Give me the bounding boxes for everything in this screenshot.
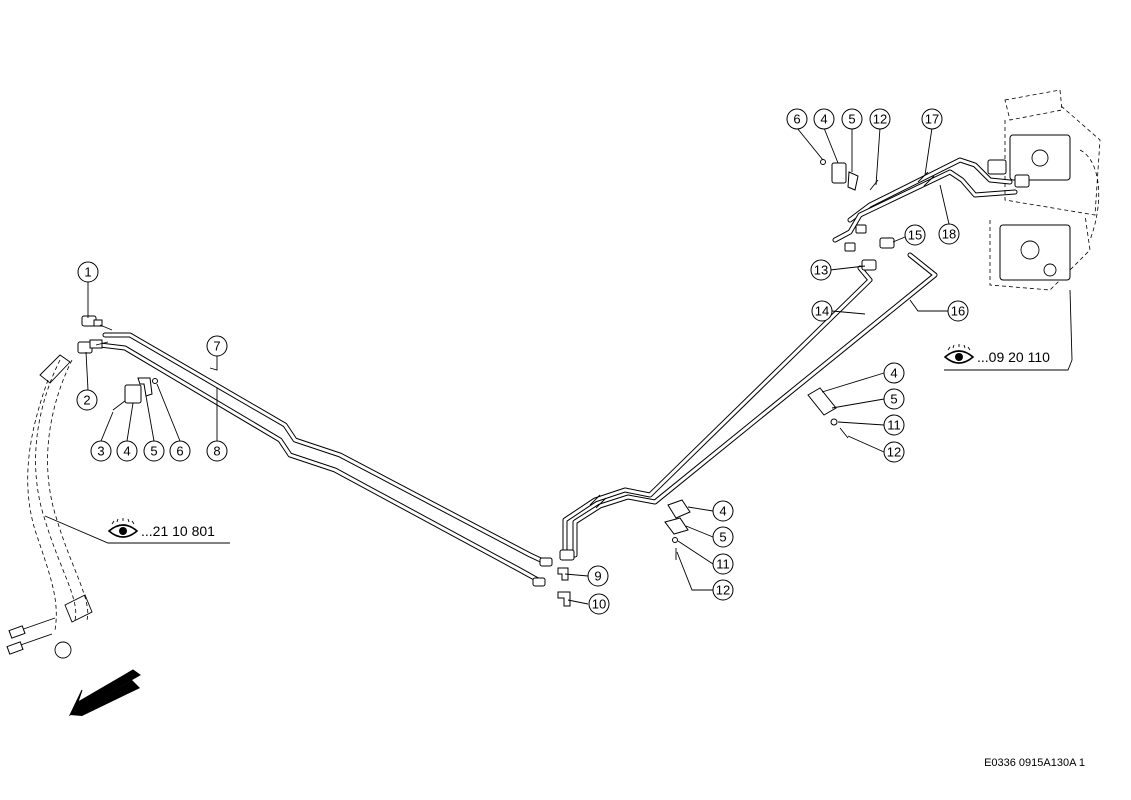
- callout-6-top: 6: [786, 108, 808, 130]
- callout-4-top: 4: [813, 108, 835, 130]
- clamp-set-left: [112, 377, 158, 411]
- eye-icon: [107, 518, 139, 538]
- svg-text:16: 16: [951, 304, 965, 319]
- svg-text:...21 10 801: ...21 10 801: [141, 523, 215, 539]
- pipe-14: [562, 265, 873, 558]
- callout-3: 3: [90, 440, 112, 462]
- leader-lines: [44, 127, 1073, 605]
- svg-text:12: 12: [887, 445, 901, 460]
- pipe-7: [102, 332, 548, 565]
- svg-text:13: 13: [814, 263, 828, 278]
- clamp-set-center: [664, 499, 691, 560]
- svg-text:5: 5: [150, 444, 157, 459]
- svg-text:7: 7: [213, 339, 220, 354]
- callout-5: 5: [143, 440, 165, 462]
- fitting-10: [532, 577, 571, 607]
- drawing-code: E0336 0915A130A 1: [984, 757, 1085, 769]
- callout-6: 6: [169, 440, 191, 462]
- callout-4-right: 4: [883, 362, 905, 384]
- callout-12-right: 12: [883, 441, 905, 463]
- callout-16: 16: [947, 300, 969, 322]
- left-hose-assembly: [6, 354, 93, 659]
- svg-text:5: 5: [848, 112, 855, 127]
- svg-text:6: 6: [793, 112, 800, 127]
- svg-text:15: 15: [908, 228, 922, 243]
- svg-text:3: 3: [97, 444, 104, 459]
- callout-11-right: 11: [883, 414, 905, 436]
- callout-2: 2: [76, 389, 98, 411]
- fitting-15: [855, 224, 895, 249]
- svg-text:14: 14: [815, 304, 829, 319]
- fitting-9: [539, 557, 569, 581]
- callout-5-right: 5: [883, 388, 905, 410]
- callout-15: 15: [904, 224, 926, 246]
- clamp-set-top-right: [820, 159, 879, 191]
- svg-text:12: 12: [873, 112, 887, 127]
- view-reference-right: ...09 20 110: [943, 344, 1050, 365]
- svg-text:12: 12: [716, 583, 730, 598]
- callout-12-center: 12: [712, 579, 734, 601]
- fitting-2: [77, 339, 103, 354]
- callout-11-center: 11: [712, 553, 734, 575]
- pipe-17: [847, 157, 1013, 223]
- callout-10: 10: [588, 593, 610, 615]
- svg-text:5: 5: [719, 530, 726, 545]
- callout-17: 17: [921, 108, 943, 130]
- svg-text:4: 4: [890, 366, 897, 381]
- fitting-1: [81, 315, 103, 327]
- callout-14: 14: [811, 300, 833, 322]
- callout-18: 18: [938, 223, 960, 245]
- callout-5-center: 5: [712, 526, 734, 548]
- callout-5-top: 5: [841, 108, 863, 130]
- pipe-8: [97, 342, 541, 583]
- callout-4: 4: [116, 440, 138, 462]
- callout-4-center: 4: [712, 500, 734, 522]
- eye-icon: [943, 344, 975, 364]
- svg-text:4: 4: [719, 504, 726, 519]
- svg-text:1: 1: [84, 265, 91, 280]
- svg-text:2: 2: [83, 393, 90, 408]
- callout-9: 9: [587, 565, 609, 587]
- svg-text:4: 4: [820, 112, 827, 127]
- view-reference-left: ...21 10 801: [107, 518, 215, 539]
- control-valve-block: [987, 89, 1101, 361]
- direction-arrow-icon: [68, 669, 141, 717]
- svg-text:11: 11: [716, 557, 730, 572]
- svg-text:17: 17: [925, 112, 939, 127]
- callout-7: 7: [206, 335, 228, 357]
- svg-text:...09 20 110: ...09 20 110: [977, 349, 1050, 365]
- pipe-18: [832, 169, 1018, 243]
- svg-text:9: 9: [594, 569, 601, 584]
- callout-12-top: 12: [869, 108, 891, 130]
- clamp-set-right: [807, 387, 849, 439]
- svg-text:4: 4: [123, 444, 130, 459]
- callout-13: 13: [810, 259, 832, 281]
- svg-text:18: 18: [942, 227, 956, 242]
- svg-text:5: 5: [890, 392, 897, 407]
- pipe-16: [572, 252, 938, 558]
- callout-1: 1: [77, 261, 99, 283]
- svg-text:6: 6: [176, 444, 183, 459]
- svg-text:8: 8: [213, 444, 220, 459]
- svg-text:10: 10: [592, 597, 606, 612]
- fitting-13: [844, 242, 877, 271]
- svg-text:11: 11: [887, 418, 901, 433]
- callout-8: 8: [206, 440, 228, 462]
